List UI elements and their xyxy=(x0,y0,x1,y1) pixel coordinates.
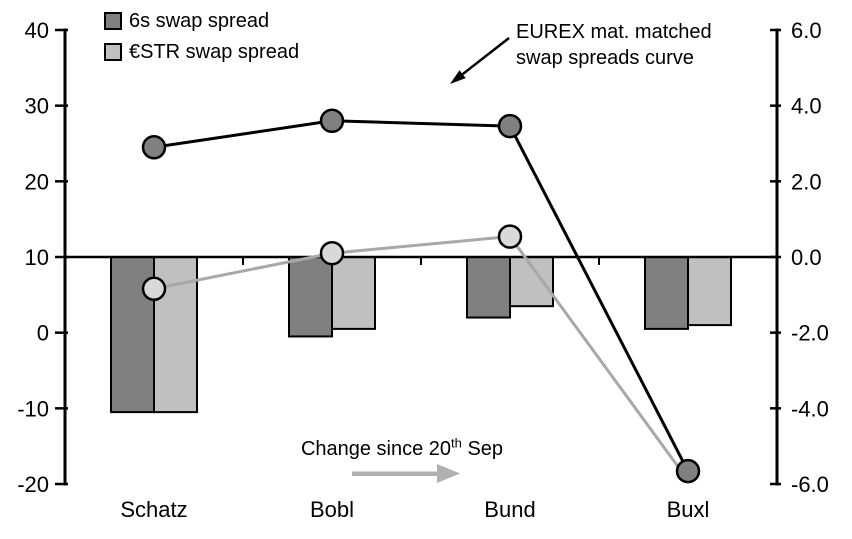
change-annotation-text: Change since 20 xyxy=(300,438,452,460)
left-axis-tick-label: -10 xyxy=(17,396,49,421)
bar-6s-bund xyxy=(466,256,511,319)
marker-6s-bobl xyxy=(319,108,345,134)
marker-estr-schatz xyxy=(141,276,167,302)
right-axis-tick-label: 4.0 xyxy=(791,94,822,119)
legend-swatch-estr xyxy=(104,43,122,61)
curve-annotation: EUREX mat. matched swap spreads curve xyxy=(516,19,712,71)
marker-6s-schatz xyxy=(141,135,167,160)
left-axis-tick-label: 10 xyxy=(25,245,49,270)
change-annotation-suffix: Sep xyxy=(461,438,504,460)
category-label-schatz: Schatz xyxy=(120,497,187,522)
marker-6s-bund xyxy=(497,113,523,139)
bar-6s-bobl xyxy=(288,256,333,338)
bar-estr-bobl xyxy=(331,256,376,330)
left-axis-tick-label: 20 xyxy=(25,169,49,194)
legend-label-estr: €STR swap spread xyxy=(129,41,300,63)
curve-annotation-line2: swap spreads curve xyxy=(516,47,694,69)
left-axis-tick-label: 30 xyxy=(25,94,49,119)
right-axis-tick-label: -6.0 xyxy=(791,472,829,497)
left-axis-tick-label: 0 xyxy=(37,321,49,346)
marker-estr-bobl xyxy=(319,240,345,266)
right-axis-tick-label: -4.0 xyxy=(791,396,829,421)
curve-annotation-line1: EUREX mat. matched xyxy=(516,21,712,43)
legend: 6s swap spread €STR swap spread xyxy=(104,9,299,64)
line-estr xyxy=(153,234,690,482)
right-axis-tick-label: 0.0 xyxy=(791,245,822,270)
bar-6s-buxl xyxy=(644,256,689,330)
legend-item-estr: €STR swap spread xyxy=(104,40,299,64)
legend-label-6s: 6s swap spread xyxy=(129,10,270,32)
right-axis-tick-label: 2.0 xyxy=(791,169,822,194)
legend-swatch-6s xyxy=(104,12,122,30)
legend-item-6s: 6s swap spread xyxy=(104,9,299,33)
bar-estr-buxl xyxy=(687,256,732,327)
left-axis-tick-label: -20 xyxy=(17,472,49,497)
category-label-bobl: Bobl xyxy=(310,497,354,522)
category-label-buxl: Buxl xyxy=(667,497,710,522)
right-axis-tick-label: -2.0 xyxy=(791,321,829,346)
marker-6s-buxl xyxy=(675,458,701,484)
marker-estr-bund xyxy=(497,224,523,249)
category-label-bund: Bund xyxy=(484,497,535,522)
right-axis-tick-label: 6.0 xyxy=(791,18,822,43)
change-annotation-sup: th xyxy=(451,435,462,451)
line-6s xyxy=(153,119,690,472)
change-annotation: Change since 20th Sep xyxy=(282,435,522,461)
left-axis-tick-label: 40 xyxy=(25,18,49,43)
